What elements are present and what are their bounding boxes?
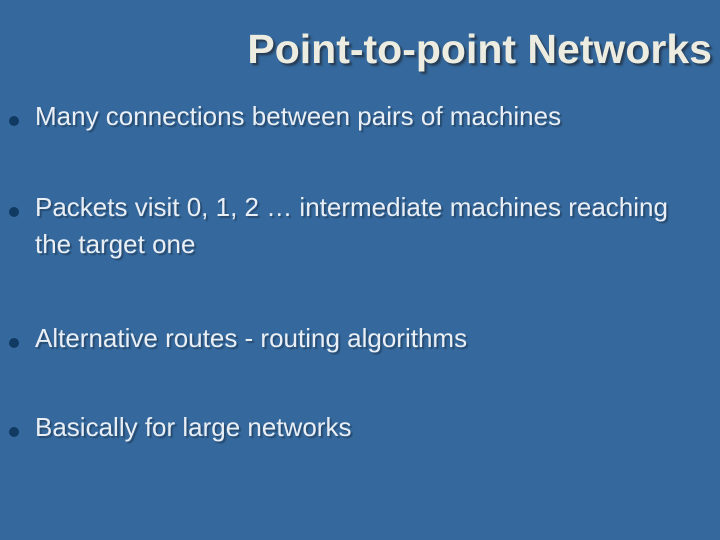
bullet-icon	[9, 116, 19, 126]
bullet-text: Packets visit 0, 1, 2 … intermediate mac…	[35, 192, 668, 259]
bullet-icon	[9, 207, 19, 217]
bullet-text: Basically for large networks	[35, 412, 352, 442]
bullet-item: Alternative routes - routing algorithms	[0, 320, 675, 357]
bullet-item: Basically for large networks	[0, 409, 675, 446]
bullet-item: Packets visit 0, 1, 2 … intermediate mac…	[0, 189, 675, 263]
bullet-icon	[9, 427, 19, 437]
bullet-item: Many connections between pairs of machin…	[0, 98, 675, 135]
slide-title: Point-to-point Networks	[247, 26, 712, 72]
bullet-text: Many connections between pairs of machin…	[35, 101, 562, 131]
bullet-text: Alternative routes - routing algorithms	[35, 323, 468, 353]
bullet-icon	[9, 338, 19, 348]
